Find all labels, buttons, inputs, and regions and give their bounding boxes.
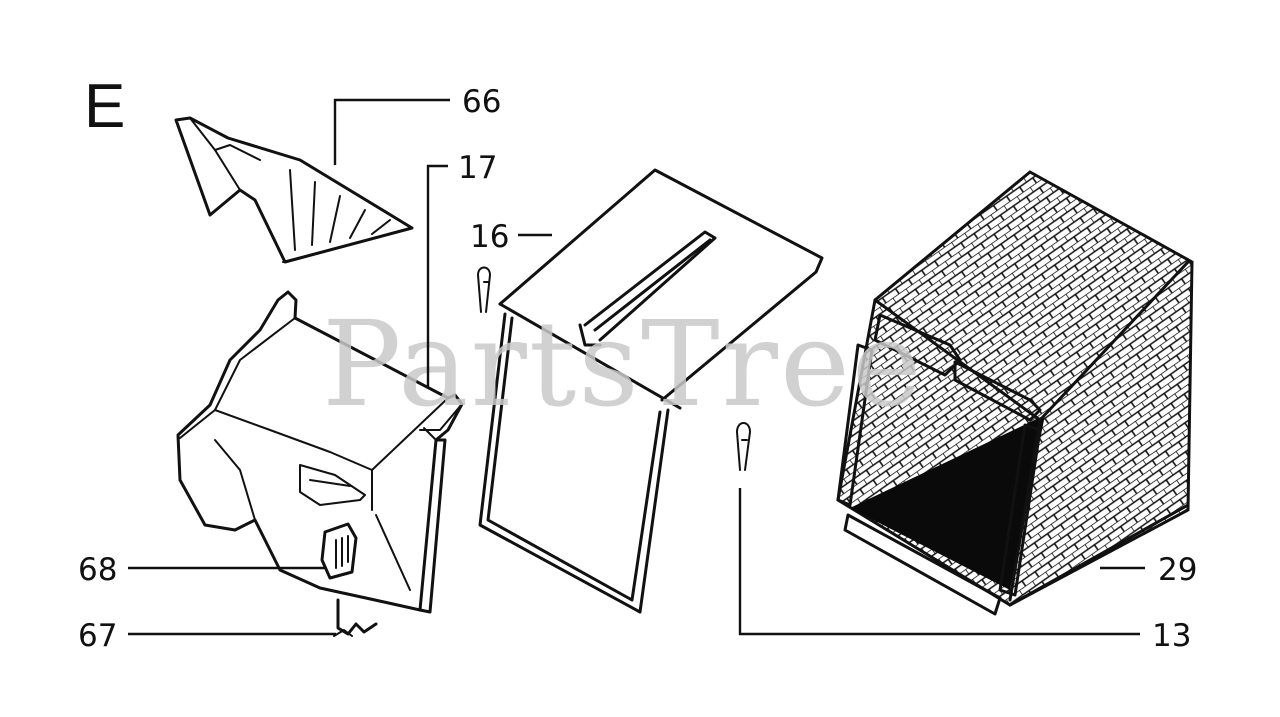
- callout-17: 17: [458, 150, 497, 186]
- part-68-latch: [320, 522, 358, 580]
- part-29-grass-bag: [836, 170, 1194, 616]
- leader-13: [738, 488, 1140, 636]
- part-17-chute: [176, 290, 464, 614]
- part-13-cotter-pin: [736, 422, 751, 471]
- section-letter: E: [84, 72, 125, 141]
- leader-17: [426, 164, 448, 388]
- callout-68: 68: [78, 552, 117, 588]
- part-16-frame: [478, 168, 824, 614]
- callout-29: 29: [1158, 552, 1197, 588]
- leader-66: [333, 98, 450, 165]
- cotter-pin-left: [477, 266, 491, 313]
- part-66-deflector: [174, 116, 414, 264]
- leader-lines: [128, 98, 1145, 636]
- part-67-clip: [333, 598, 378, 637]
- watermark: PartsTree: [322, 295, 924, 433]
- callout-16: 16: [470, 219, 509, 255]
- callout-13: 13: [1152, 618, 1191, 654]
- callout-66: 66: [462, 84, 501, 120]
- callout-67: 67: [78, 618, 117, 654]
